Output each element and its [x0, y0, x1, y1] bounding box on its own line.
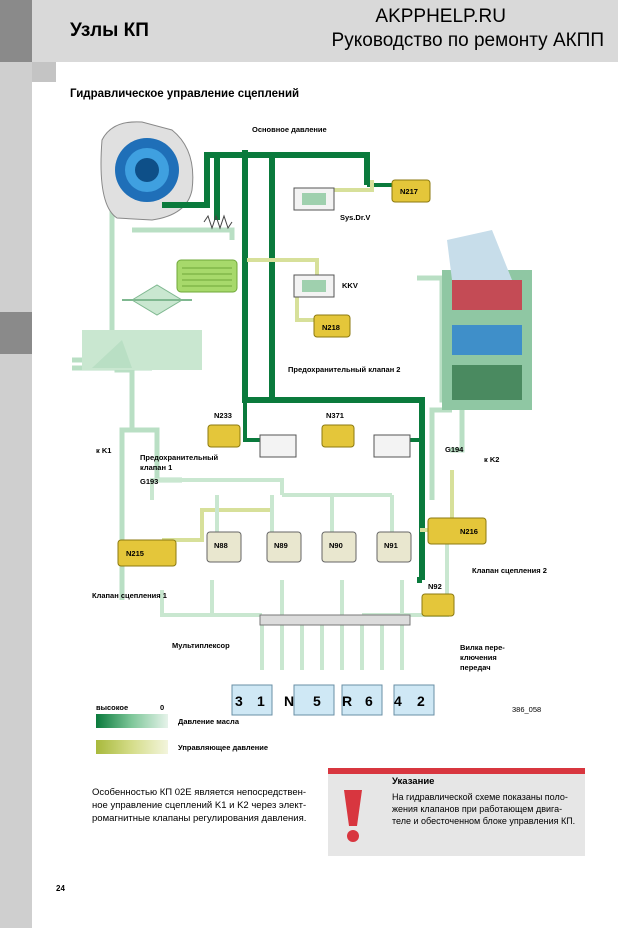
header-band [32, 0, 618, 62]
n91-solenoid [376, 531, 412, 563]
note-accent-bar [328, 768, 585, 774]
header-corner-block [32, 62, 56, 82]
label-n92: N92 [428, 582, 442, 591]
gear-label: 2 [417, 693, 425, 709]
label-g193: G193 [140, 477, 158, 486]
legend-high-label: высокое [96, 703, 129, 712]
label-kkv: KKV [342, 281, 358, 290]
label-sys-dr-v: Sys.Dr.V [340, 213, 370, 222]
n215-solenoid [117, 539, 177, 567]
n217-solenoid [391, 179, 431, 203]
gear-label: 3 [235, 693, 243, 709]
clutch-pack [442, 230, 532, 410]
label-n216: N216 [460, 527, 478, 536]
label-safety-valve-2: Предохранительный клапан 2 [288, 365, 400, 374]
label-main-pressure: Основное давление [252, 125, 327, 134]
oil-sump-outline [92, 340, 132, 368]
exclamation-icon [344, 790, 362, 842]
legend-control-pressure: Управляющее давление [178, 743, 269, 752]
gear-label: 5 [313, 693, 321, 709]
n88-solenoid [206, 531, 242, 563]
note-text: На гидравлической схеме показаны поло-же… [392, 792, 576, 826]
n92-solenoid [421, 593, 455, 617]
label-clutch-valve-2: Клапан сцепления 2 [472, 566, 547, 575]
label-shift-fork-b: ключения [460, 653, 497, 662]
multiplexer-block [259, 614, 411, 626]
label-safety-valve-1-a: Предохранительный [140, 453, 219, 462]
label-safety-valve-1-b: клапан 1 [140, 463, 172, 472]
spring-icon [203, 214, 233, 230]
n90-solenoid [321, 531, 357, 563]
shift-forks [231, 684, 435, 716]
label-n233: N233 [214, 411, 232, 420]
label-shift-fork-c: передач [460, 663, 491, 672]
pump-assembly [100, 121, 194, 221]
safety-valve-1 [259, 434, 297, 458]
n89-solenoid [266, 531, 302, 563]
main-pressure-line [162, 152, 370, 208]
label-n371: N371 [326, 411, 344, 420]
sidebar [0, 0, 32, 928]
label-n90: N90 [329, 541, 343, 550]
label-n88: N88 [214, 541, 228, 550]
legend-oil-pressure: Давление масла [178, 717, 239, 726]
section-title: Узлы КП [70, 20, 149, 41]
label-multiplexer: Мультиплексор [172, 641, 230, 650]
n216-solenoid [427, 517, 487, 545]
legend-zero-label: 0 [160, 703, 165, 712]
n233-solenoid [207, 424, 241, 448]
legend-control-gradient [96, 740, 168, 754]
note-box [328, 768, 585, 856]
label-n91: N91 [384, 541, 398, 550]
label-shift-fork-a: Вилка пере- [460, 643, 505, 652]
label-n217: N217 [400, 187, 418, 196]
gear-label: 1 [257, 693, 265, 709]
label-k1: к K1 [96, 446, 111, 455]
kkv-valve [293, 274, 335, 298]
sidebar-tab-top [0, 0, 32, 62]
hydraulic-diagram: Основное давление N217 Sys.Dr.V KKV N218… [72, 121, 547, 716]
gear-label: 6 [365, 693, 373, 709]
body-paragraph: Особенностью КП 02E является непосредств… [92, 787, 307, 824]
figure-number: 386_058 [512, 705, 542, 714]
legend-oil-gradient [96, 714, 168, 728]
gear-label: R [342, 693, 352, 709]
cooler-icon [176, 259, 238, 293]
gear-label: 4 [394, 693, 402, 709]
diagram-heading: Гидравлическое управление сцеплений [70, 88, 300, 100]
label-n215: N215 [126, 549, 144, 558]
label-n89: N89 [274, 541, 288, 550]
note-title: Указание [392, 776, 435, 787]
label-clutch-valve-1: Клапан сцепления 1 [92, 591, 167, 600]
label-k2: к K2 [484, 455, 499, 464]
page-number: 24 [56, 884, 65, 893]
sidebar-tab-middle [0, 312, 32, 354]
label-n218: N218 [322, 323, 340, 332]
gear-label: N [284, 693, 294, 709]
safety-valve-2 [373, 434, 411, 458]
sys-dr-valve [293, 187, 335, 211]
n371-solenoid [321, 424, 355, 448]
n218-solenoid [313, 314, 351, 338]
manual-title: Руководство по ремонту АКПП [331, 30, 604, 51]
site-name: AKPPHELP.RU [375, 6, 506, 27]
label-g194: G194 [445, 445, 464, 454]
